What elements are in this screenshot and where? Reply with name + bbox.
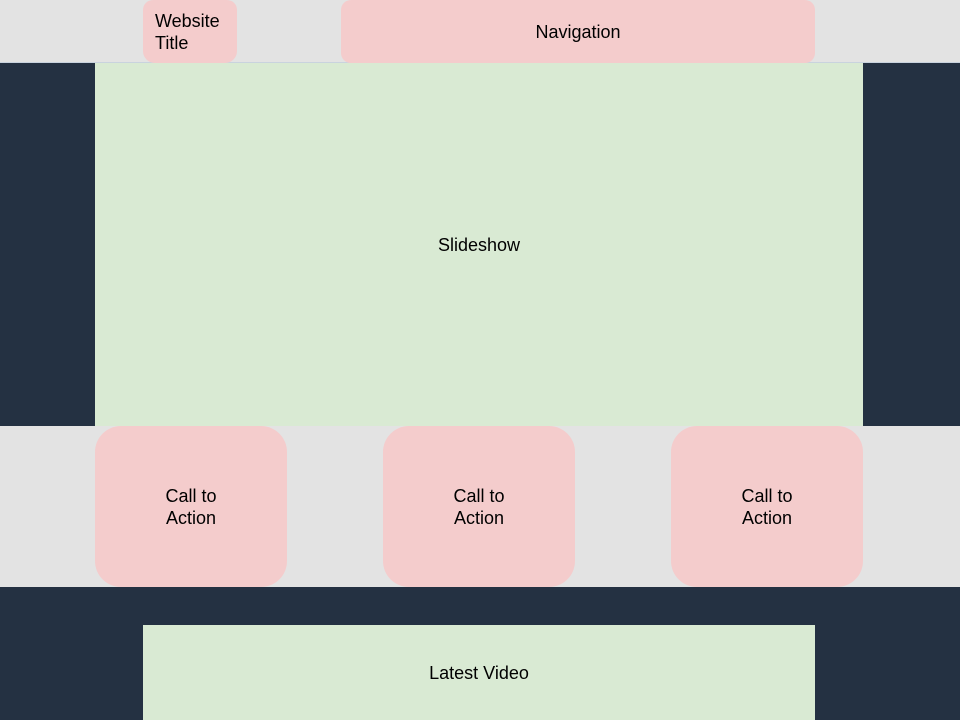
call-to-action-label: Call to Action [741,485,793,528]
call-to-action-label: Call to Action [453,485,505,528]
website-title-block[interactable]: Website Title [143,0,237,63]
navigation-block[interactable]: Navigation [341,0,815,63]
call-to-action-label: Call to Action [165,485,217,528]
call-to-action-block-2[interactable]: Call to Action [383,426,575,587]
call-to-action-block-1[interactable]: Call to Action [95,426,287,587]
slideshow-block[interactable]: Slideshow [95,63,863,426]
website-title-label: Website Title [155,10,220,53]
latest-video-block[interactable]: Latest Video [143,625,815,720]
navigation-label: Navigation [535,21,621,42]
call-to-action-block-3[interactable]: Call to Action [671,426,863,587]
slideshow-label: Slideshow [437,234,521,255]
latest-video-label: Latest Video [429,663,529,683]
